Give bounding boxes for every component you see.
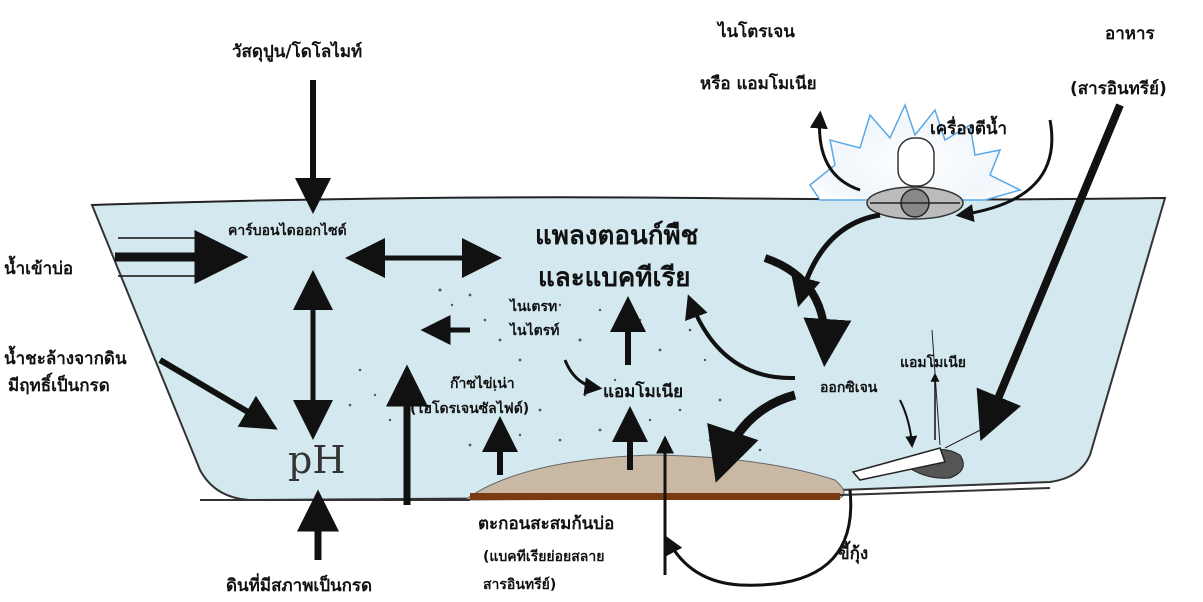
sediment-layer <box>470 493 840 500</box>
label-h2s-1: ก๊าซไข่เน่า <box>450 376 515 392</box>
label-sediment-3: สารอินทรีย์) <box>483 577 557 593</box>
label-food-2: (สารอินทรีย์) <box>1070 79 1167 99</box>
label-nitrate: ไนเตรท <box>510 299 558 315</box>
arrow-aerator-water <box>955 119 1054 222</box>
label-ammonia-right: แอมโมเนีย <box>900 355 966 371</box>
arrow-food <box>976 103 1124 442</box>
label-oxygen: ออกซิเจน <box>820 380 878 396</box>
arrow-aerator-n <box>809 110 861 192</box>
label-co2: คาร์บอนไดออกไซด์ <box>228 223 347 239</box>
label-nitrite: ไนไตรท์ <box>510 323 560 339</box>
label-nitrogen-2: หรือ แอมโมเนีย <box>700 74 817 94</box>
label-sediment-1: ตะกอนสะสมก้นบ่อ <box>478 514 615 534</box>
label-leach-2: มีฤทธิ์เป็นกรด <box>8 376 110 396</box>
label-sediment-2: (แบคทีเรียย่อยสลาย <box>483 549 605 565</box>
arrow-shrimp-waste <box>665 489 853 587</box>
label-ammonia-mid: แอมโมเนีย <box>603 382 684 402</box>
label-water-in: น้ำเข้าบ่อ <box>4 259 74 279</box>
arrow-oxygen-sediment <box>707 390 797 483</box>
label-ph: pH <box>288 438 346 482</box>
aerator-icon <box>808 102 1023 220</box>
shrimp-icon <box>851 329 1001 481</box>
label-lime: วัสดุปูน/โดโลไมท์ <box>232 42 363 62</box>
label-shrimp-waste: ขี้กุ้ง <box>838 544 869 564</box>
arrow-h2s-ammonia <box>563 359 603 396</box>
label-food-1: อาหาร <box>1105 24 1155 44</box>
label-h2s-2: (ไฮโดรเจนซัลไฟด์) <box>410 401 530 417</box>
label-plankton-1: แพลงตอนก์พืช <box>535 221 699 251</box>
arrow-leach <box>158 357 278 430</box>
paddle-wheel-icon <box>866 186 964 220</box>
arrow-oxygen-plankton <box>685 294 796 381</box>
particles <box>348 288 762 452</box>
arrow-oxygen-shrimp <box>899 399 918 448</box>
arrow-aerator-plankton <box>791 212 881 308</box>
label-aerator: เครื่องตีน้ำ <box>930 119 1008 139</box>
label-acid-soil: ดินที่มีสภาพเป็นกรด <box>226 576 373 596</box>
label-nitrogen-1: ไนโตรเจน <box>718 22 795 42</box>
label-leach-1: น้ำชะล้างจากดิน <box>4 349 127 369</box>
label-plankton-2: และแบคทีเรีย <box>538 263 691 293</box>
